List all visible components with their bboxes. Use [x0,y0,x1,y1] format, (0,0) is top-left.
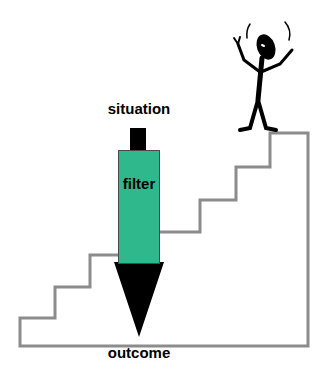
flow-label: situation [108,100,171,117]
flow-label: outcome [108,344,171,361]
staircase [20,133,308,346]
input-stem [130,128,146,152]
filter-box: filter [118,150,160,264]
stick-figure [234,22,292,130]
node-label: filter [123,175,156,192]
output-funnel [114,262,164,337]
